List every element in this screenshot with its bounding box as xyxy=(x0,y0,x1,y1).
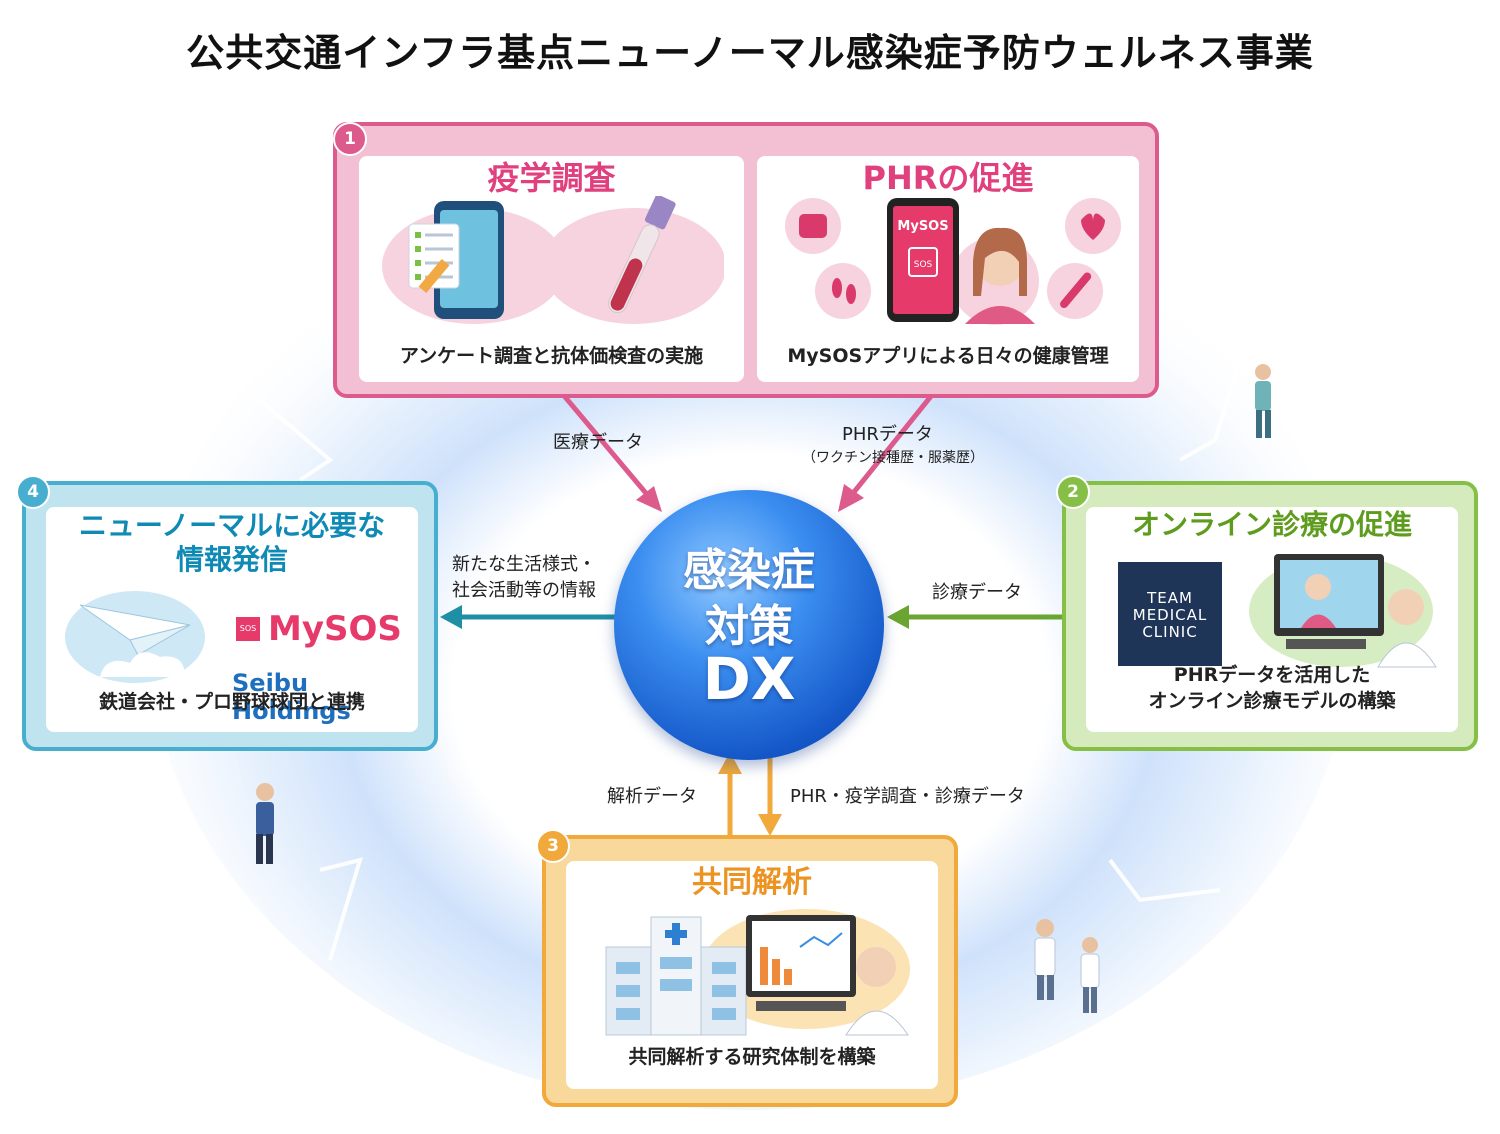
mysos-logo: SOS MySOS xyxy=(236,609,402,649)
label-combined-data: PHR・疫学調査・診療データ xyxy=(790,786,1025,807)
mysos-logo-text: MySOS xyxy=(268,609,402,649)
survey-and-blood-test-icon xyxy=(382,196,724,324)
label-phr-data-sub: （ワクチン接種歴・服薬歴） xyxy=(802,450,984,466)
sphere-line1: 感染症 xyxy=(683,545,815,596)
caption-line-2: オンライン診療モデルの構築 xyxy=(1148,690,1396,712)
panel-number-badge: 3 xyxy=(536,829,570,863)
label-new-lifestyle-line1: 新たな生活様式・ xyxy=(452,554,596,575)
joint-analysis-card: 共同解析 共同解析する研究体制を構築 xyxy=(566,861,938,1089)
label-diagnosis-data: 診療データ xyxy=(932,582,1022,603)
panel-joint-analysis: 3 共同解析 共同解析する研究体制を構築 xyxy=(536,829,958,1107)
phr-title: PHRの促進 xyxy=(862,159,1034,197)
page-title: 公共交通インフラ基点ニューノーマル感染症予防ウェルネス事業 xyxy=(186,31,1314,75)
online-diagnosis-title: オンライン診療の促進 xyxy=(1131,508,1412,541)
logo-line-3: CLINIC xyxy=(1142,623,1198,641)
phone-brand-text: MySOS xyxy=(897,219,948,234)
person-with-phone-icon xyxy=(1255,364,1271,438)
sphere-line3: DX xyxy=(702,645,796,713)
epidemiology-title: 疫学調査 xyxy=(487,159,616,197)
panel-number-badge: 2 xyxy=(1056,475,1090,509)
caption-line-1: PHRデータを活用した xyxy=(1173,664,1371,686)
information-caption: 鉄道会社・プロ野球球団と連携 xyxy=(98,691,365,713)
online-diagnosis-caption: PHRデータを活用した オンライン診療モデルの構築 xyxy=(1086,662,1458,714)
panel-information: 4 ニューノーマルに必要な 情報発信 SOS MySOS Seibu Holdi… xyxy=(16,475,438,751)
arrow-analysis-data xyxy=(718,752,742,838)
information-title-line2: 情報発信 xyxy=(175,543,288,576)
arrow-new-lifestyle-info xyxy=(440,605,615,629)
phr-app-health-icons: MySOS SOS xyxy=(785,198,1121,325)
epidemiology-caption: アンケート調査と抗体価検査の実施 xyxy=(399,345,704,367)
panel-epidemiology-phr: 1 疫学調査 アンケート調査と抗体価検査の実施 PHRの促進 xyxy=(333,122,1159,398)
sphere-line2: 対策 xyxy=(705,601,793,652)
logo-line-2: MEDICAL xyxy=(1132,606,1208,624)
panel-online-diagnosis: 2 オンライン診療の促進 TEAM MEDICAL CLINIC PHRデータを… xyxy=(1056,475,1478,751)
walking-person-icon xyxy=(256,783,274,864)
information-title: ニューノーマルに必要な 情報発信 xyxy=(46,509,418,577)
infection-control-dx-sphere: 感染症 対策 DX xyxy=(614,490,884,760)
information-title-line1: ニューノーマルに必要な xyxy=(78,509,386,542)
label-phr-data: PHRデータ xyxy=(842,424,933,445)
team-medical-clinic-logo: TEAM MEDICAL CLINIC xyxy=(1118,562,1222,666)
epidemiology-card: 疫学調査 アンケート調査と抗体価検査の実施 xyxy=(359,156,744,382)
label-new-lifestyle-line2: 社会活動等の情報 xyxy=(452,580,596,601)
label-new-lifestyle-info: 新たな生活様式・ 社会活動等の情報 xyxy=(452,552,596,604)
label-analysis-data: 解析データ xyxy=(607,786,697,807)
arrow-combined-data xyxy=(758,755,782,836)
panel-number-badge: 1 xyxy=(333,122,367,156)
joint-analysis-caption: 共同解析する研究体制を構築 xyxy=(628,1046,876,1068)
doctors-icon xyxy=(1034,919,1100,1013)
online-doctor-icon xyxy=(1249,554,1437,668)
seibu-holdings-logo: Seibu Holdings xyxy=(232,669,351,725)
phone-logo-text: SOS xyxy=(914,260,933,270)
label-medical-data: 医療データ xyxy=(553,432,643,453)
phr-card: PHRの促進 MySOS SOS MySOSアプリによる日々の健康管理 xyxy=(757,156,1139,382)
information-card: ニューノーマルに必要な 情報発信 SOS MySOS Seibu Holding… xyxy=(46,507,418,732)
phr-caption: MySOSアプリによる日々の健康管理 xyxy=(787,345,1109,367)
arrow-medical-data xyxy=(553,383,662,512)
arrow-diagnosis-data xyxy=(887,605,1062,629)
logo-line-1: TEAM xyxy=(1147,589,1193,607)
panel-number-badge: 4 xyxy=(16,475,50,509)
online-diagnosis-card: オンライン診療の促進 TEAM MEDICAL CLINIC PHRデータを活用… xyxy=(1086,507,1458,732)
mysos-logo-mark: SOS xyxy=(236,617,260,641)
arrow-phr-data xyxy=(838,383,942,512)
joint-analysis-title: 共同解析 xyxy=(692,865,812,900)
paper-plane-icon xyxy=(65,591,205,683)
hospital-research-icon xyxy=(605,909,910,1036)
